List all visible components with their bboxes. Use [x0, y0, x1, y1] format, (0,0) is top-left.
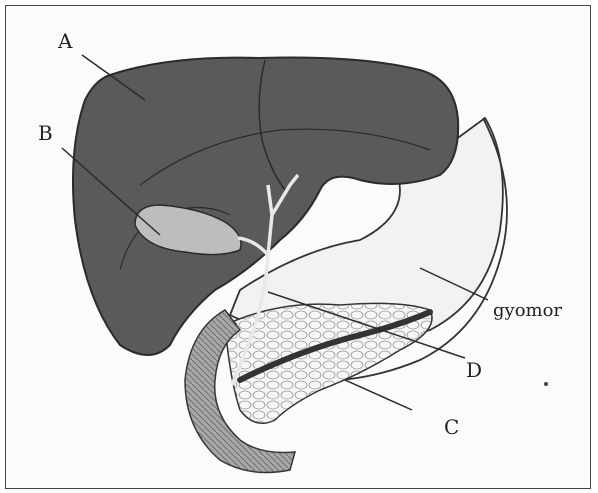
label-b: B — [38, 121, 53, 145]
pointer-line-c — [345, 380, 412, 410]
label-d: D — [466, 358, 482, 382]
dot-mark — [544, 382, 548, 386]
label-stomach: gyomor — [493, 300, 562, 321]
label-c: C — [444, 415, 459, 439]
label-a: A — [57, 29, 73, 53]
